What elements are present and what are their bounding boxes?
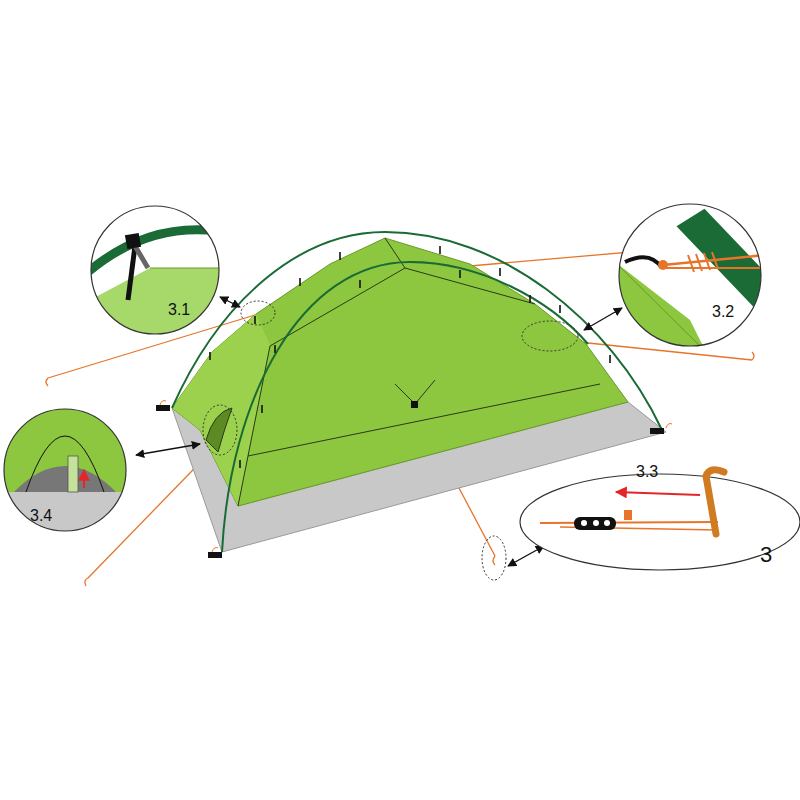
- pole-clips: [210, 246, 610, 468]
- callout-number: 3.1: [168, 302, 190, 318]
- detail-guy-attachment: [615, 193, 800, 350]
- callout-number: 3.4: [30, 508, 52, 524]
- tent-fly: [172, 238, 628, 506]
- tent-end: [172, 314, 270, 506]
- seams: [238, 238, 600, 506]
- detail-clip: [88, 205, 225, 340]
- callout-number: 3.3: [636, 464, 658, 480]
- vent: [206, 408, 232, 452]
- callout-number: 3.2: [712, 304, 734, 320]
- focus-marks: [203, 301, 578, 580]
- guy-point: [411, 401, 418, 408]
- figure-number: 3: [760, 544, 772, 566]
- detail-tensioner: [520, 470, 800, 570]
- detail-vent: [0, 405, 130, 542]
